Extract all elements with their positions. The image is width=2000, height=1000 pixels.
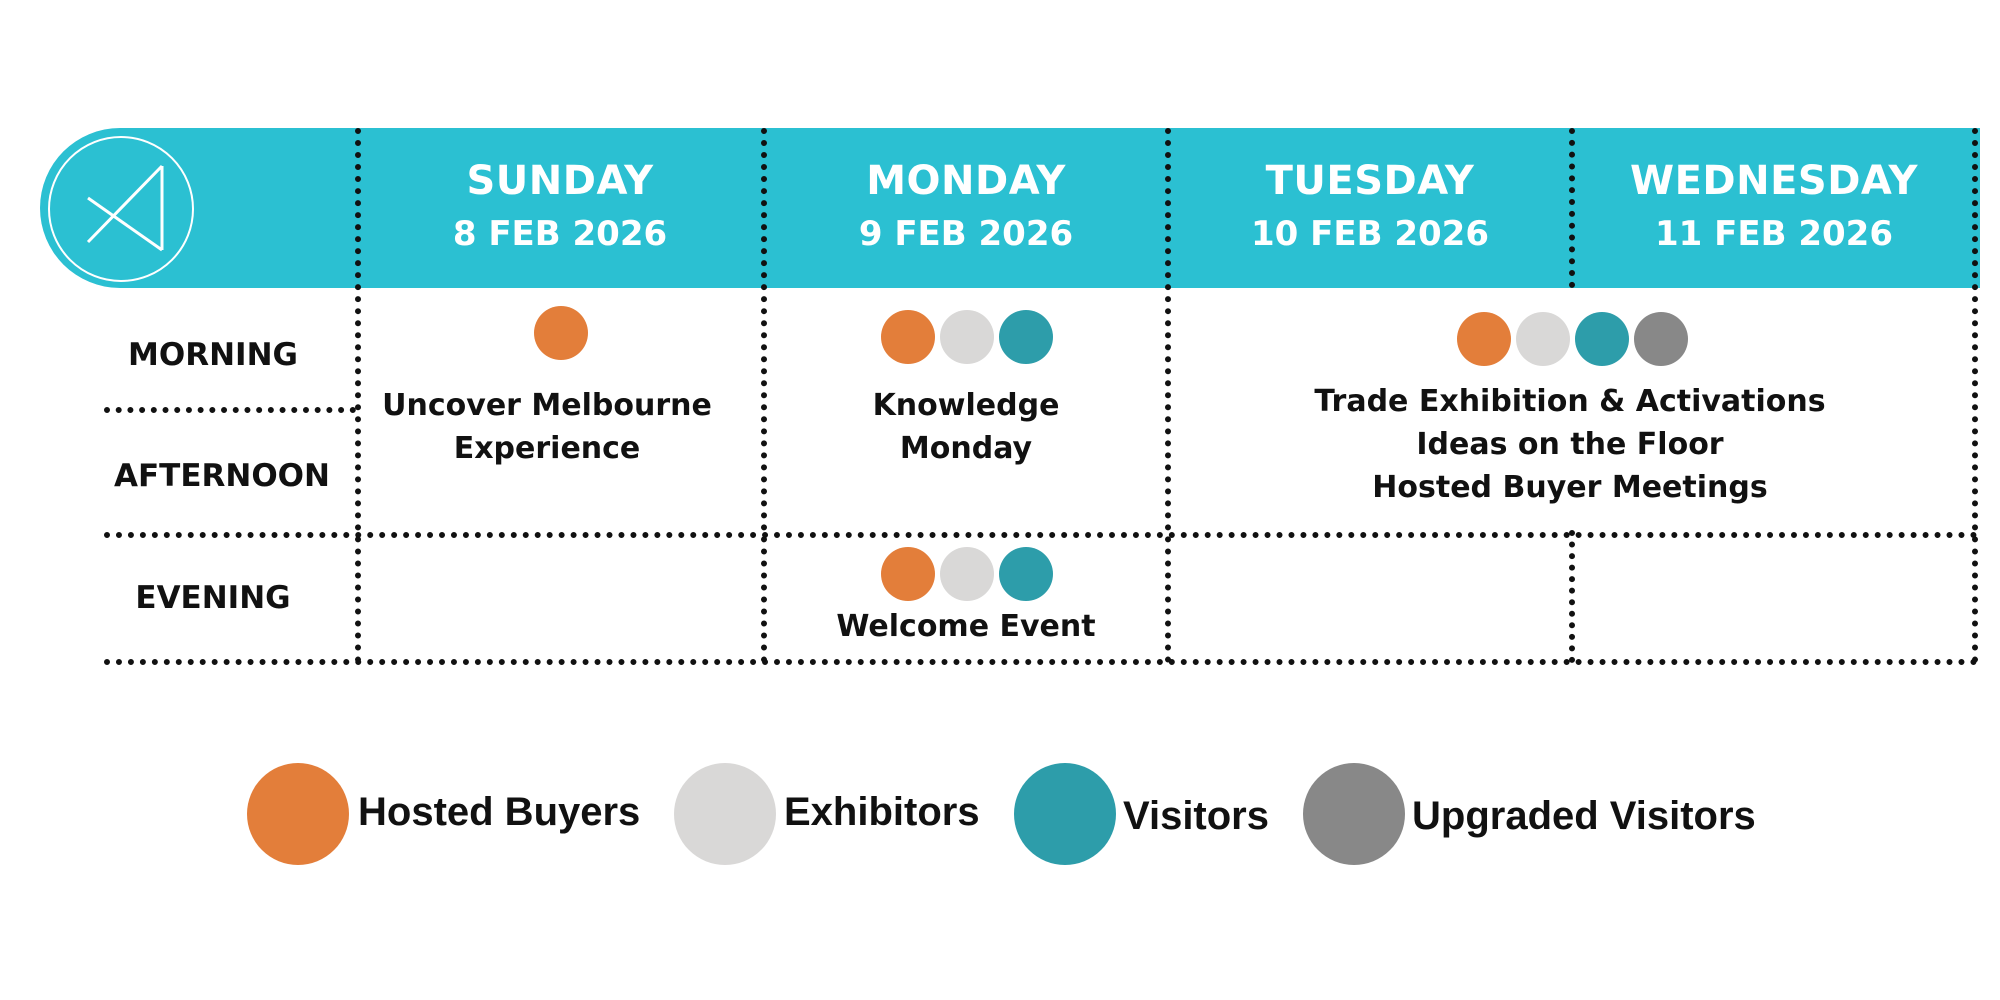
exhibitors-dot	[940, 547, 994, 601]
logo-mark-icon	[86, 164, 164, 252]
row-divider-afternoon-evening	[104, 532, 1978, 538]
event-title-line: Uncover Melbourne	[382, 388, 712, 423]
legend-hosted-buyers-label: Hosted Buyers	[358, 790, 641, 834]
exhibitors-dot	[940, 310, 994, 364]
visitors-dot	[1575, 312, 1629, 366]
legend-visitors-label: Visitors	[1123, 794, 1269, 838]
legend-exhibitors-label: Exhibitors	[784, 790, 980, 834]
column-divider	[355, 128, 361, 663]
upgraded-visitors-dot	[1634, 312, 1688, 366]
hosted-buyers-dot	[881, 547, 935, 601]
hosted-buyers-dot	[881, 310, 935, 364]
event-title-line: Knowledge	[872, 388, 1060, 423]
event-title-line: Trade Exhibition & Activations	[1314, 384, 1826, 419]
period-label-morning: MORNING	[128, 337, 298, 373]
event-trade-exhibition: Trade Exhibition & Activations Ideas on …	[1240, 380, 1900, 509]
event-title-line: Welcome Event	[836, 609, 1096, 644]
day-date: 10 FEB 2026	[1251, 214, 1489, 254]
column-divider	[1569, 530, 1575, 663]
event-title-line: Experience	[453, 431, 641, 466]
day-date: 8 FEB 2026	[452, 214, 668, 254]
exhibitors-dot	[1516, 312, 1570, 366]
column-divider	[761, 128, 767, 663]
header-band	[40, 128, 1980, 288]
legend-hosted-buyers-dot	[247, 763, 349, 865]
column-divider	[1972, 128, 1978, 663]
period-label-afternoon: AFTERNOON	[114, 458, 330, 494]
visitors-dot	[999, 310, 1053, 364]
event-knowledge-monday: Knowledge Monday	[766, 384, 1166, 470]
column-divider	[1165, 128, 1171, 663]
day-name: WEDNESDAY	[1629, 158, 1919, 204]
legend-upgraded-visitors-label: Upgraded Visitors	[1412, 794, 1756, 838]
day-header-tuesday: TUESDAY 10 FEB 2026	[1168, 158, 1572, 254]
hosted-buyers-dot	[1457, 312, 1511, 366]
row-divider-bottom	[104, 659, 1978, 665]
day-name: SUNDAY	[466, 158, 654, 204]
legend-upgraded-visitors-dot	[1303, 763, 1405, 865]
day-date: 11 FEB 2026	[1655, 214, 1893, 254]
day-header-wednesday: WEDNESDAY 11 FEB 2026	[1572, 158, 1976, 254]
logo	[48, 136, 194, 282]
day-header-sunday: SUNDAY 8 FEB 2026	[358, 158, 762, 254]
event-title-line: Ideas on the Floor	[1416, 427, 1724, 462]
event-title-line: Hosted Buyer Meetings	[1372, 470, 1768, 505]
event-uncover-melbourne: Uncover Melbourne Experience	[357, 384, 737, 470]
visitors-dot	[999, 547, 1053, 601]
day-header-monday: MONDAY 9 FEB 2026	[764, 158, 1168, 254]
day-name: MONDAY	[866, 158, 1066, 204]
hosted-buyers-dot	[534, 306, 588, 360]
event-title-line: Monday	[899, 431, 1033, 466]
legend-exhibitors-dot	[674, 763, 776, 865]
period-label-evening: EVENING	[135, 580, 291, 616]
row-divider-morning-afternoon	[104, 407, 356, 413]
legend-visitors-dot	[1014, 763, 1116, 865]
column-divider	[1569, 128, 1575, 288]
day-name: TUESDAY	[1265, 158, 1475, 204]
event-welcome: Welcome Event	[766, 605, 1166, 648]
day-date: 9 FEB 2026	[858, 214, 1074, 254]
